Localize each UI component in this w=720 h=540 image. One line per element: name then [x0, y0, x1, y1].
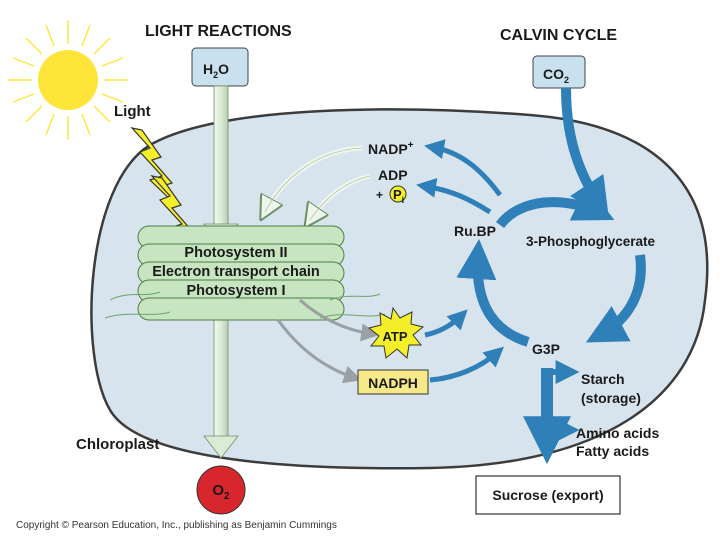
- calvin-cycle-heading: CALVIN CYCLE: [500, 27, 617, 44]
- nadph-box: [357, 369, 429, 395]
- co2-input-box: [532, 55, 586, 89]
- light-label: Light: [114, 103, 151, 120]
- thylakoid-stack: [104, 225, 386, 321]
- adp-plus: +: [376, 188, 383, 202]
- amino-acids-label: Amino acids: [576, 425, 659, 441]
- water-label: H2O: [203, 61, 229, 80]
- thylakoid-line-2: Electron transport chain: [152, 264, 320, 280]
- g3p-label: G3P: [532, 341, 560, 357]
- adp-label: ADP: [378, 167, 408, 183]
- pga-label: 3-Phosphoglycerate: [526, 234, 656, 249]
- atp-to-calvin-arrow: [424, 309, 468, 338]
- oxygen-label: O2: [212, 482, 230, 502]
- oxygen-output-circle: [196, 465, 246, 515]
- co2-to-pga-arrow: [561, 87, 609, 219]
- calvin-to-adp-arrow: [416, 177, 492, 215]
- atp-star: [367, 306, 425, 359]
- starch-label-1: Starch: [581, 371, 625, 387]
- chloroplast-label: Chloroplast: [76, 436, 159, 453]
- starch-label-2: (storage): [581, 390, 641, 406]
- calvin-cycle-arc-right: [585, 254, 646, 343]
- calvin-cycle-arc-left: [456, 239, 530, 347]
- fatty-acids-label: Fatty acids: [576, 443, 649, 459]
- copyright-notice: Copyright © Pearson Education, Inc., pub…: [16, 520, 337, 531]
- sucrose-label: Sucrose (export): [492, 487, 603, 503]
- rubp-label: Ru.BP: [454, 223, 496, 239]
- calvin-to-nadp-arrow: [424, 139, 503, 197]
- pi-label: Pi: [393, 187, 404, 205]
- sucrose-export-box: [475, 475, 621, 515]
- nadph-label: NADPH: [368, 375, 418, 391]
- light-reactions-heading: LIGHT REACTIONS: [145, 23, 292, 40]
- nadp-label: NADP+: [368, 140, 414, 157]
- to-nadph-arrow: [276, 319, 362, 384]
- pi-circle: [389, 185, 407, 203]
- co2-label: CO2: [543, 66, 569, 85]
- to-atp-arrow: [298, 298, 380, 342]
- thylakoid-line-3: Photosystem I: [186, 283, 285, 299]
- nadph-to-calvin-arrow: [429, 346, 504, 383]
- atp-label: ATP: [382, 329, 407, 344]
- thylakoid-line-1: Photosystem II: [184, 245, 287, 261]
- sun-icon: [8, 20, 128, 140]
